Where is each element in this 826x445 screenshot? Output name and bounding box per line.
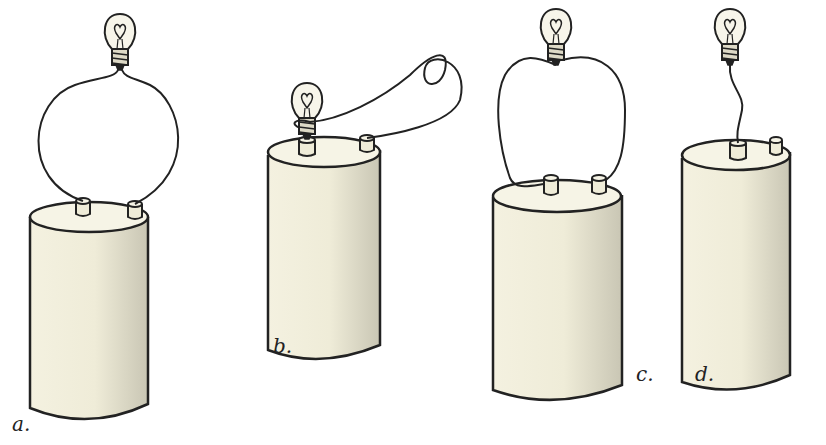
panel-letter: a.: [12, 412, 30, 436]
battery: [268, 55, 462, 359]
panel-letter: d.: [695, 362, 714, 386]
panel-letter: b.: [273, 334, 292, 358]
battery: [493, 9, 625, 400]
panel-letter: c.: [636, 362, 654, 386]
battery: [30, 14, 178, 419]
battery: [682, 9, 790, 390]
